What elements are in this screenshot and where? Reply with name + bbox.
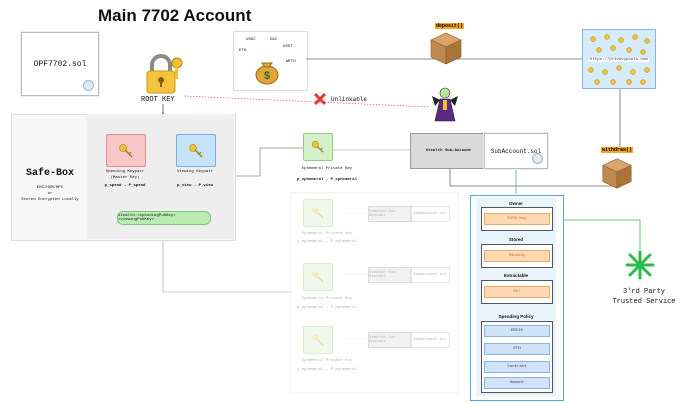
faded-ephemeral-label-3: Ephemeral Private Key <box>301 359 353 363</box>
faded-stealth-label-2: Stealth Sub-Account <box>369 271 398 279</box>
token-usdc: USDC <box>246 38 256 42</box>
faded-stealth-label-3: Stealth Sub-Account <box>369 336 398 344</box>
subaccount-file[interactable]: SubAccount.sol <box>484 133 548 169</box>
policy-item-amount[interactable]: Amount <box>484 377 550 389</box>
spending-formula: p_spend → P_spend <box>104 184 146 188</box>
root-key-label: ROOT KEY <box>141 96 175 104</box>
faded-ephemeral-group <box>290 192 459 393</box>
token-weth: WETH <box>286 60 296 64</box>
faded-ephemeral-formula-2: p_ephemeral → P_ephemeral <box>296 306 357 310</box>
owner-value-label: P256 Key <box>507 217 527 221</box>
third-party-line1: 3'rd Party <box>622 288 665 296</box>
extractable-heading: Extractable <box>503 273 529 278</box>
faded-ephemeral-key-2 <box>303 263 333 291</box>
stored-value-label: Passkey <box>508 254 526 258</box>
viewing-keypair-card[interactable] <box>176 134 216 167</box>
main-contract-label: OPF7702.sol <box>33 59 87 69</box>
file-corner-icon <box>532 153 543 164</box>
safe-box-sub3: Stored Encrypted Locally <box>21 198 79 202</box>
faded-subaccount-label-3: SubAccount.sol <box>413 338 447 342</box>
faded-ephemeral-formula-1: p_ephemeral → P_ephemeral <box>296 240 357 244</box>
deposit-box-icon <box>430 32 462 65</box>
faded-stealth-2: Stealth Sub-Account <box>368 267 412 283</box>
key-icon <box>312 334 324 346</box>
ephemeral-key-card[interactable] <box>303 133 333 161</box>
faded-subaccount-1: SubAccount.sol <box>410 206 450 222</box>
stored-heading: Stored <box>508 237 524 242</box>
stored-value[interactable]: Passkey <box>484 250 550 262</box>
key-icon <box>189 143 203 157</box>
faded-subaccount-2: SubAccount.sol <box>410 267 450 283</box>
safe-box-title: Safe-Box <box>25 168 74 179</box>
viewing-label1: Viewing Keypair <box>176 170 213 174</box>
key-icon <box>119 143 133 157</box>
ephemeral-label: Ephemeral Private Key <box>301 167 353 171</box>
policy-item-contract[interactable]: Contract <box>484 361 550 373</box>
owner-heading: Owner <box>508 201 523 206</box>
key-icon <box>312 141 324 153</box>
cross-icon <box>313 92 327 106</box>
third-party-line2: Trusted Service <box>612 298 676 306</box>
money-bag-icon: $ <box>255 62 279 85</box>
withdraw-box-icon <box>602 158 632 189</box>
privacy-pool-url[interactable]: https://privacypools.com <box>589 58 649 62</box>
stealth-sub-account-label: Stealth Sub-Account <box>425 149 472 153</box>
policy-item-erc20[interactable]: ERC20 <box>484 325 550 337</box>
svg-text:$: $ <box>264 70 270 82</box>
token-dai: DAI <box>270 38 278 42</box>
withdraw-label: withdraw() <box>601 147 634 153</box>
asterisk-icon <box>625 250 655 280</box>
spending-label1: Spending Keypair <box>105 170 145 174</box>
deposit-label: deposit() <box>435 23 465 29</box>
viewing-formula: p_view → P_view <box>176 184 213 188</box>
faded-ephemeral-label-2: Ephemeral Private Key <box>301 297 353 301</box>
token-bag-card <box>233 31 308 91</box>
faded-stealth-3: Stealth Sub-Account <box>368 332 412 348</box>
villain-icon <box>432 87 458 122</box>
faded-ephemeral-key-1 <box>303 199 333 227</box>
stealth-meta-label: stealth:<spendingPubKey><viewingPubKey> <box>118 214 176 222</box>
owner-value[interactable]: P256 Key <box>484 213 550 225</box>
policy-item-eth-label: ETH <box>513 347 521 351</box>
policy-item-erc20-label: ERC20 <box>510 329 523 333</box>
stealth-sub-account[interactable]: Stealth Sub-Account <box>410 133 487 169</box>
spending-policy-heading: Spending Policy <box>498 314 534 319</box>
privacy-pool[interactable]: https://privacypools.com <box>582 29 656 89</box>
policy-item-eth[interactable]: ETH <box>484 343 550 355</box>
faded-ephemeral-formula-3: p_ephemeral → P_ephemeral <box>296 368 357 372</box>
faded-stealth-label-1: Stealth Sub-Account <box>369 210 398 218</box>
policy-item-contract-label: Contract <box>507 365 527 369</box>
file-corner-icon <box>83 80 94 91</box>
extractable-value[interactable]: NO! <box>484 286 550 298</box>
extractable-value-label: NO! <box>513 290 521 294</box>
safe-box-sub2: or <box>47 192 53 196</box>
subaccount-label: SubAccount.sol <box>490 147 542 155</box>
token-eth: ETH <box>239 49 247 53</box>
main-contract-file[interactable]: OPF7702.sol <box>21 32 99 96</box>
spending-keypair-card[interactable] <box>106 134 146 167</box>
faded-ephemeral-label-1: Ephemeral Private Key <box>301 232 353 236</box>
unlinkable-label: Unlinkable <box>331 96 368 103</box>
key-icon <box>312 271 324 283</box>
lock-icon <box>146 54 183 94</box>
safe-box-sub1: ERC/HSM/MPC <box>36 186 64 190</box>
token-usdt: USDT <box>283 45 293 49</box>
spending-label2: (Master Key) <box>110 176 140 180</box>
faded-stealth-1: Stealth Sub-Account <box>368 206 412 222</box>
faded-subaccount-3: SubAccount.sol <box>410 332 450 348</box>
coins-icon <box>588 34 650 85</box>
faded-subaccount-label-2: SubAccount.sol <box>413 273 447 277</box>
ephemeral-formula: p_ephemeral → P_ephemeral <box>296 178 357 182</box>
policy-item-amount-label: Amount <box>509 381 525 385</box>
stealth-meta-address[interactable]: stealth:<spendingPubKey><viewingPubKey> <box>117 211 211 225</box>
faded-ephemeral-key-3 <box>303 326 333 354</box>
key-icon <box>312 207 324 219</box>
page-title: Main 7702 Account <box>98 6 252 25</box>
faded-subaccount-label-1: SubAccount.sol <box>413 212 447 216</box>
